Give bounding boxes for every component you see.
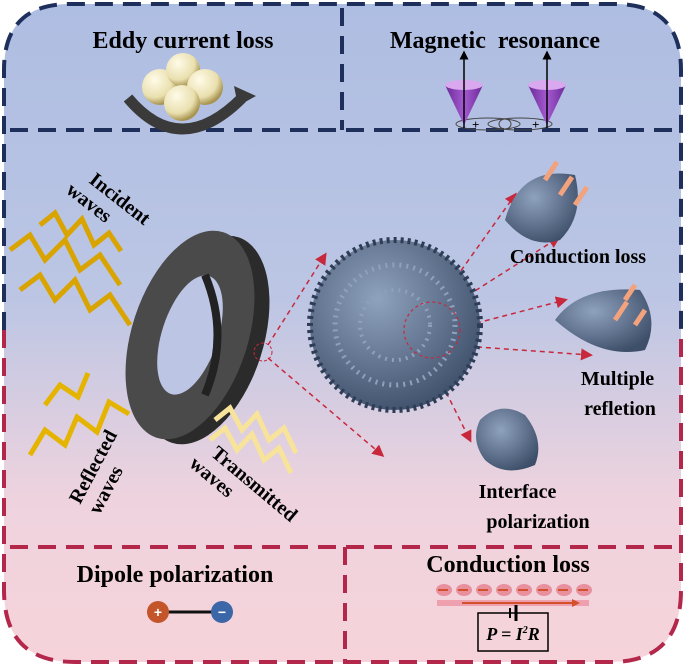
svg-text:+: + bbox=[472, 117, 479, 132]
border-bottom bbox=[2, 330, 683, 664]
svg-text:+: + bbox=[532, 117, 539, 132]
interface-fragment bbox=[476, 408, 539, 471]
multiple-reflection-fragment bbox=[555, 283, 652, 352]
joule-formula: P = I2R bbox=[485, 624, 540, 644]
transmitted-waves-icon bbox=[208, 404, 299, 475]
spin-cone-icons: + + bbox=[445, 50, 566, 132]
border-top bbox=[2, 2, 683, 330]
reflected-waves-icon bbox=[27, 372, 131, 457]
multiple-reflection-label: Multiple refletion bbox=[581, 368, 659, 420]
absorber-ring bbox=[125, 230, 273, 445]
conduction-current-icon: P = I2R bbox=[436, 584, 592, 652]
conduction-loss-label: Conduction loss bbox=[510, 246, 646, 268]
svg-text:−: − bbox=[218, 604, 226, 620]
conduction-fragment bbox=[505, 160, 590, 243]
incident-waves-icon bbox=[8, 209, 133, 327]
eddy-current-title: Eddy current loss bbox=[93, 28, 274, 54]
dipole-icon: + − bbox=[147, 601, 233, 623]
conduction-loss-title: Conduction loss bbox=[426, 552, 589, 578]
dipole-polarization-title: Dipole polarization bbox=[77, 562, 274, 588]
eddy-current-icon bbox=[123, 53, 256, 135]
magnetic-resonance-title: Magnetic resonance bbox=[390, 28, 601, 54]
svg-text:+: + bbox=[154, 604, 162, 620]
interface-polarization-label: Interface polarization bbox=[479, 481, 590, 533]
flower-microsphere bbox=[307, 237, 483, 413]
